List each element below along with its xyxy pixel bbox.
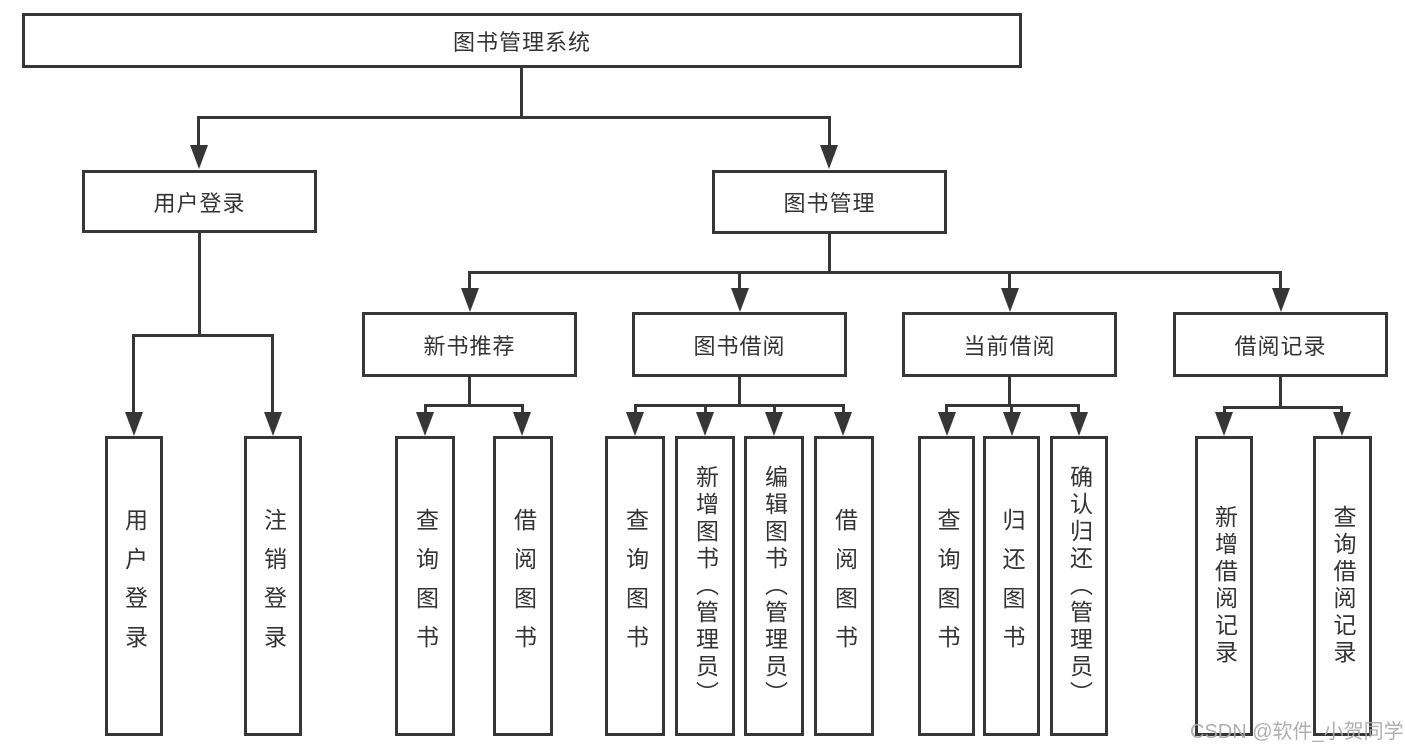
connector-line	[197, 116, 831, 119]
node-user-login: 用户登录	[82, 170, 317, 233]
leaf-user-login-label: 用户登录	[121, 508, 148, 664]
connector-line	[521, 404, 524, 414]
node-book-borrowing: 图书借阅	[632, 312, 847, 377]
connector-arrowhead	[264, 412, 282, 436]
leaf-logout-login: 注销登录	[244, 436, 302, 736]
connector-arrowhead	[416, 412, 434, 436]
connector-arrowhead	[1001, 288, 1019, 312]
connector-arrowhead	[696, 412, 714, 436]
connector-arrowhead	[834, 412, 852, 436]
connector-arrowhead	[1215, 412, 1233, 436]
connector-arrowhead	[461, 288, 479, 312]
connector-line	[132, 334, 274, 337]
leaf-borrowing-borrow-books-label: 借阅图书	[831, 508, 858, 664]
leaf-confirm-return-admin: 确认归还（管理员）	[1050, 436, 1108, 736]
connector-line	[1340, 406, 1343, 414]
leaf-records-add-record-label: 新增借阅记录	[1211, 505, 1238, 667]
leaf-return-books-label: 归还图书	[999, 508, 1025, 664]
leaf-borrowing-borrow-books: 借阅图书	[814, 436, 874, 736]
connector-line	[424, 404, 524, 407]
leaf-current-query-books: 查询图书	[918, 436, 975, 736]
leaf-edit-book-admin-label: 编辑图书（管理员）	[761, 464, 788, 708]
connector-arrowhead	[1272, 288, 1290, 312]
leaf-records-query-record: 查询借阅记录	[1313, 436, 1372, 736]
connector-arrowhead	[125, 412, 143, 436]
connector-arrowhead	[190, 145, 208, 169]
connector-arrowhead	[938, 412, 956, 436]
leaf-add-book-admin-label: 新增图书（管理员）	[692, 464, 719, 708]
connector-line	[945, 404, 948, 414]
connector-line	[468, 271, 1281, 274]
leaf-recommend-query-books-label: 查询图书	[412, 508, 439, 664]
connector-line	[197, 116, 200, 146]
connector-arrowhead	[1070, 412, 1088, 436]
leaf-confirm-return-admin-label: 确认归还（管理员）	[1066, 464, 1093, 708]
connector-line	[828, 116, 831, 146]
leaf-user-login: 用户登录	[105, 436, 163, 736]
leaf-recommend-query-books: 查询图书	[395, 436, 455, 736]
connector-line	[738, 376, 741, 406]
connector-line	[520, 67, 523, 118]
connector-line	[634, 404, 637, 414]
leaf-borrowing-query-books-label: 查询图书	[622, 508, 649, 664]
connector-arrowhead	[820, 145, 838, 169]
connector-line	[468, 376, 471, 406]
connector-line	[704, 404, 707, 414]
connector-line	[1008, 376, 1011, 406]
connector-arrowhead	[513, 412, 531, 436]
node-current-borrowing: 当前借阅	[902, 312, 1117, 377]
connector-line	[424, 404, 427, 414]
connector-line	[1008, 271, 1011, 290]
connector-line	[634, 404, 845, 407]
leaf-add-book-admin: 新增图书（管理员）	[675, 436, 735, 736]
connector-line	[1077, 404, 1080, 414]
connector-line	[828, 233, 831, 273]
node-book-management: 图书管理	[712, 170, 947, 234]
leaf-records-query-record-label: 查询借阅记录	[1330, 505, 1356, 667]
connector-arrowhead	[731, 288, 749, 312]
connector-arrowhead	[626, 412, 644, 436]
connector-line	[1279, 271, 1282, 290]
connector-line	[132, 334, 135, 414]
connector-line	[1223, 406, 1226, 414]
connector-line	[738, 271, 741, 290]
watermark-text: CSDN @软件_小贺同学	[1190, 721, 1404, 743]
connector-arrowhead	[1003, 412, 1021, 436]
connector-arrowhead	[1333, 412, 1351, 436]
connector-line	[1010, 404, 1013, 414]
connector-line	[198, 232, 201, 336]
node-library-system: 图书管理系统	[22, 13, 1022, 68]
leaf-borrowing-query-books: 查询图书	[605, 436, 665, 736]
leaf-records-add-record: 新增借阅记录	[1195, 436, 1253, 736]
node-borrowing-records: 借阅记录	[1173, 312, 1388, 377]
leaf-edit-book-admin: 编辑图书（管理员）	[744, 436, 804, 736]
connector-arrowhead	[765, 412, 783, 436]
leaf-current-query-books-label: 查询图书	[934, 508, 960, 664]
leaf-recommend-borrow-books-label: 借阅图书	[510, 508, 537, 664]
connector-line	[1279, 376, 1282, 408]
leaf-recommend-borrow-books: 借阅图书	[493, 436, 553, 736]
connector-line	[842, 404, 845, 414]
node-new-book-recommend: 新书推荐	[362, 312, 577, 377]
leaf-return-books: 归还图书	[983, 436, 1040, 736]
connector-line	[468, 271, 471, 290]
connector-line	[773, 404, 776, 414]
connector-line	[1223, 406, 1343, 409]
leaf-logout-login-label: 注销登录	[260, 508, 287, 664]
connector-line	[271, 334, 274, 414]
